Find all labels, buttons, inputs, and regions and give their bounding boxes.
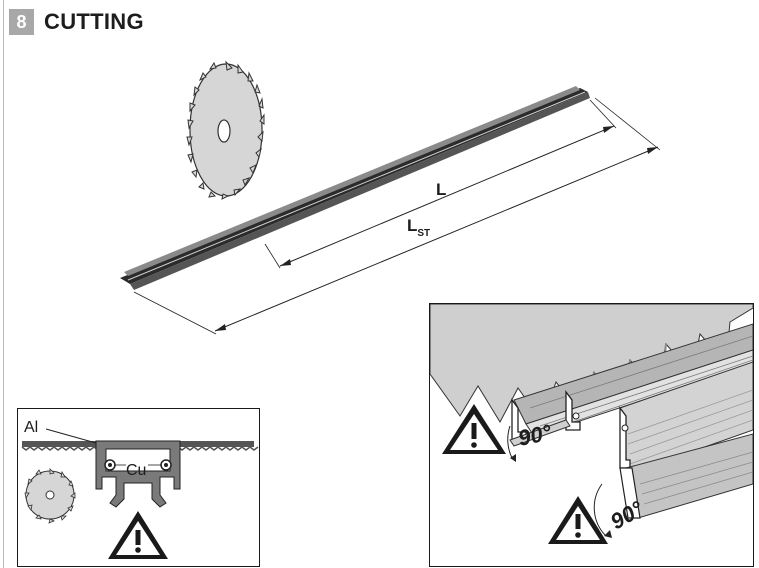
profile-section-2 — [619, 361, 753, 519]
cutting-detail-illustration: 90° 90° — [430, 304, 753, 544]
profile-cross-section — [95, 440, 181, 508]
warning-triangle-icon — [548, 496, 608, 544]
section-title: CUTTING — [44, 9, 144, 34]
aluminium-label: Al — [24, 419, 38, 436]
cutting-detail-panel: 90° 90° — [429, 303, 754, 567]
angle-label-1: 90° — [516, 419, 554, 450]
section-header: 8 CUTTING — [9, 8, 144, 36]
warning-triangle-icon — [108, 511, 168, 559]
dimension-L-label: L — [436, 180, 446, 199]
saw-blade-icon — [186, 60, 265, 200]
section-number-badge: 8 — [9, 9, 34, 35]
warning-triangle-icon — [442, 404, 506, 454]
cross-section-panel: Al Cu — [17, 408, 260, 567]
copper-label: Cu — [126, 462, 146, 479]
small-saw-blade-icon — [24, 468, 76, 524]
dimension-LST — [133, 97, 661, 335]
page-left-rule — [3, 0, 4, 568]
profile-strip — [120, 86, 590, 290]
cross-section-illustration: Al Cu — [21, 419, 259, 559]
dimension-L — [264, 99, 617, 269]
dimension-LST-label: LST — [407, 216, 430, 239]
profile-section-1 — [509, 323, 753, 447]
